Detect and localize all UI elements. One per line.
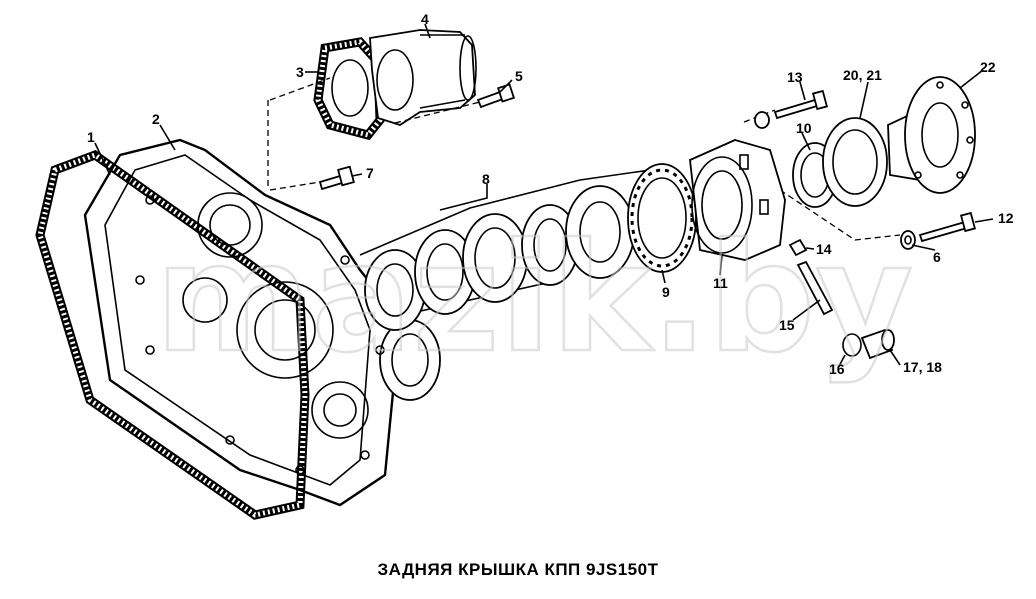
part-16-o-ring bbox=[842, 333, 862, 357]
diagram-caption: ЗАДНЯЯ КРЫШКА КПП 9JS150T bbox=[377, 560, 659, 579]
part-5-bolt bbox=[476, 83, 516, 109]
part-4-bearing-cap bbox=[369, 29, 477, 126]
callout-10: 10 bbox=[796, 120, 812, 136]
part-22-output-flange bbox=[887, 76, 976, 194]
callout-12: 12 bbox=[998, 210, 1014, 226]
part-13-bolt bbox=[754, 89, 829, 129]
part-7-bolt bbox=[318, 165, 355, 191]
callout-8: 8 bbox=[482, 171, 490, 187]
part-17-18-plug bbox=[860, 328, 895, 360]
callout-22: 22 bbox=[980, 59, 996, 75]
part-2-rear-cover-housing bbox=[83, 138, 441, 507]
callout-14: 14 bbox=[816, 241, 832, 257]
part-6-washer bbox=[900, 230, 916, 250]
part-1-gasket bbox=[35, 149, 310, 520]
part-3-flange-gasket bbox=[313, 37, 385, 141]
callout-15: 15 bbox=[779, 317, 795, 333]
callout-5: 5 bbox=[515, 68, 523, 84]
callout-3: 3 bbox=[296, 64, 304, 80]
part-8-shaft-assembly bbox=[359, 169, 651, 331]
part-14-clip bbox=[788, 238, 808, 257]
assembly-guide-lines bbox=[267, 77, 901, 241]
callout-7: 7 bbox=[366, 165, 374, 181]
callout-4: 4 bbox=[421, 11, 429, 27]
callout-2: 2 bbox=[152, 111, 160, 127]
watermark-text: mazik.by bbox=[155, 212, 913, 386]
part-15-pin bbox=[796, 260, 834, 316]
callout-13: 13 bbox=[787, 69, 803, 85]
callout-11: 11 bbox=[713, 275, 728, 291]
callout-9: 9 bbox=[662, 284, 670, 300]
part-20-21-bearing bbox=[822, 117, 888, 207]
callout-16: 16 bbox=[829, 361, 845, 377]
part-11-bearing-housing bbox=[689, 139, 786, 261]
callout-20-21: 20, 21 bbox=[843, 67, 882, 83]
part-12-bolt bbox=[918, 211, 977, 243]
callout-17-18: 17, 18 bbox=[903, 359, 942, 375]
callout-1: 1 bbox=[87, 129, 95, 145]
callout-6: 6 bbox=[933, 249, 941, 265]
leader-lines bbox=[94, 23, 994, 369]
